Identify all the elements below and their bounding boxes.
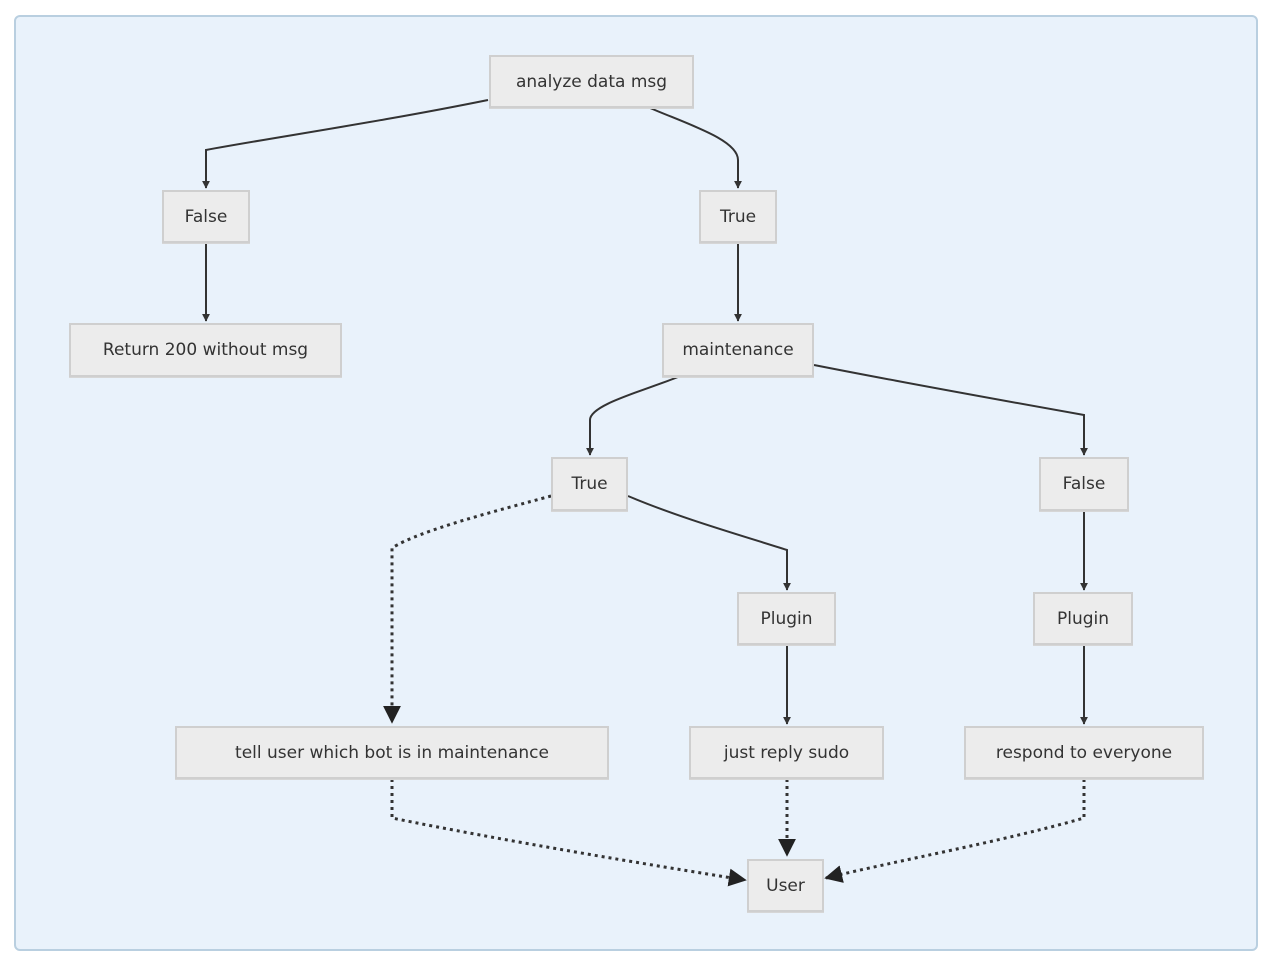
node-false-1: False xyxy=(162,190,250,243)
node-analyze-data-msg: analyze data msg xyxy=(489,55,694,108)
node-user: User xyxy=(747,859,824,912)
node-return-200: Return 200 without msg xyxy=(69,323,342,377)
node-plugin-1: Plugin xyxy=(737,592,836,645)
node-tell-user: tell user which bot is in maintenance xyxy=(175,726,609,779)
node-respond-everyone: respond to everyone xyxy=(964,726,1204,779)
node-plugin-2: Plugin xyxy=(1033,592,1133,645)
node-false-2: False xyxy=(1039,457,1129,511)
node-maintenance: maintenance xyxy=(662,323,814,377)
node-true-2: True xyxy=(551,457,628,511)
node-true-1: True xyxy=(699,190,777,243)
node-reply-sudo: just reply sudo xyxy=(689,726,884,779)
